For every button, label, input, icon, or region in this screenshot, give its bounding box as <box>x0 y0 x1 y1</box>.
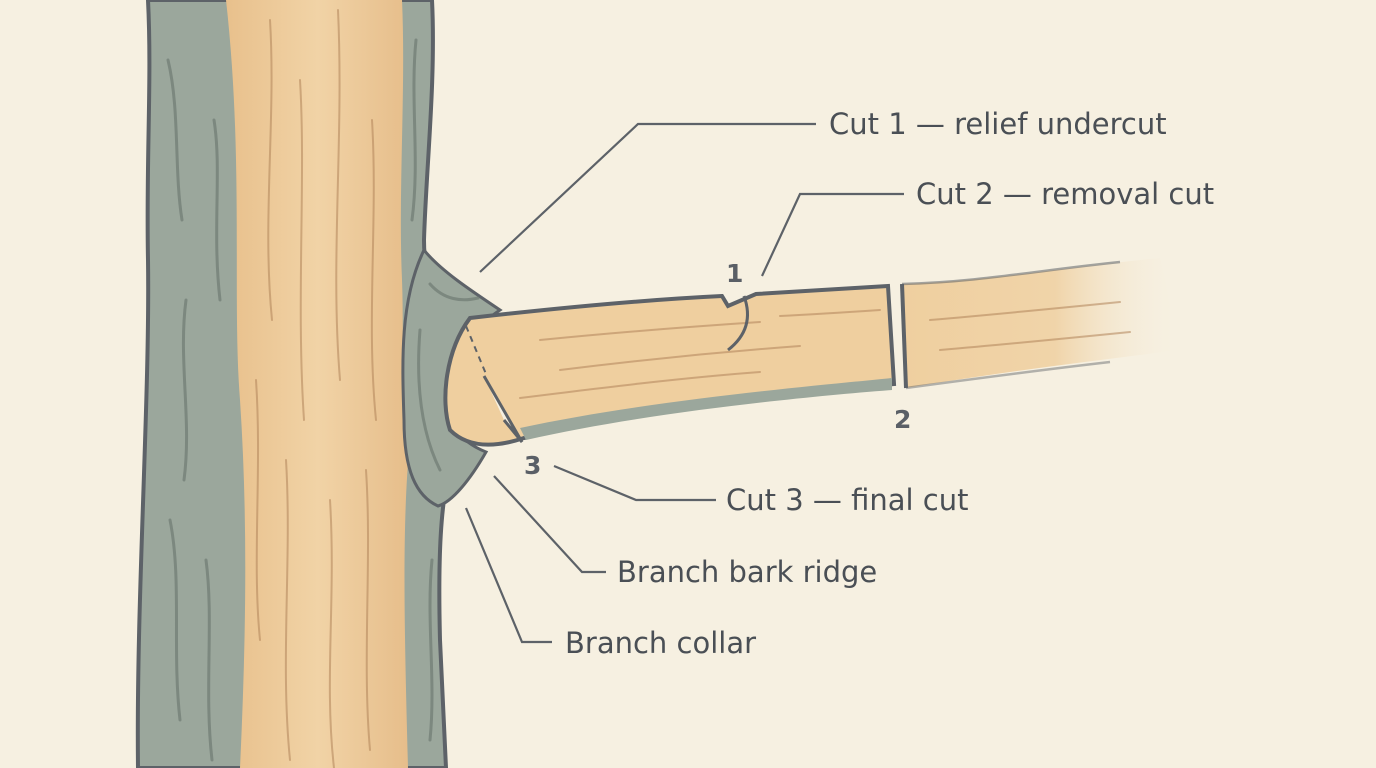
marker-3: 3 <box>524 451 541 480</box>
marker-1: 1 <box>726 259 743 288</box>
label-bark-ridge: Branch bark ridge <box>617 555 877 589</box>
tree-branch <box>443 283 897 447</box>
label-cut3: Cut 3 — final cut <box>726 483 969 517</box>
leader-collar <box>464 507 552 644</box>
label-collar: Branch collar <box>565 626 756 660</box>
removed-branch-piece <box>900 258 1180 390</box>
cut-marks <box>465 295 749 443</box>
cut3-kerf <box>482 375 524 443</box>
leader-cut1 <box>479 122 816 273</box>
branch-collar-shape <box>401 247 503 508</box>
collar-dashed-line <box>465 325 487 375</box>
leader-cut2 <box>761 192 904 277</box>
leader-cut3 <box>553 464 716 502</box>
leader-bark-ridge <box>493 475 606 574</box>
label-cut1: Cut 1 — relief undercut <box>829 107 1167 141</box>
label-cut2: Cut 2 — removal cut <box>916 177 1214 211</box>
tree-trunk <box>135 0 455 768</box>
marker-2: 2 <box>894 405 911 434</box>
cut1-kerf <box>727 295 749 352</box>
